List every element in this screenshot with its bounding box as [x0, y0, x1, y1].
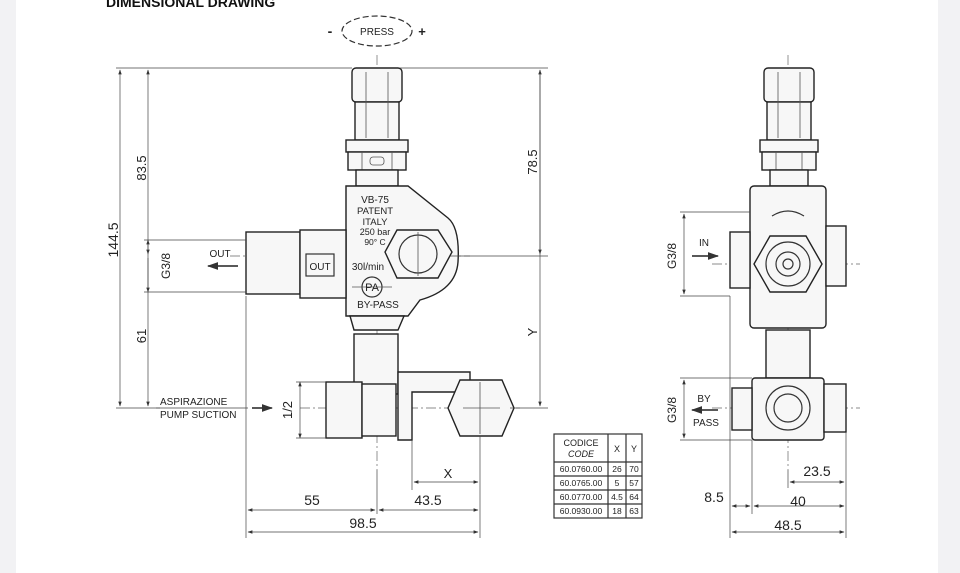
table-cell-code: 60.0760.00 [560, 464, 603, 474]
table-row: 60.0770.00 4.5 64 [560, 492, 639, 502]
table-row: 60.0765.00 5 57 [560, 478, 639, 488]
dim-half-inch: 1/2 [280, 401, 295, 419]
marking-line: 250 bar [360, 227, 391, 237]
dim-y: Y [525, 327, 540, 336]
table-head-code: CODE [568, 449, 595, 459]
table-head-x: X [614, 444, 620, 454]
dim-40: 40 [790, 493, 806, 509]
table-cell-y: 63 [629, 506, 639, 516]
front-dimensions: 144.5 83.5 G3/8 61 78.5 Y 1/2 X 55 [105, 67, 548, 538]
dim-78-5: 78.5 [525, 149, 540, 174]
valve-marking: VB-75 PATENT ITALY 250 bar 90° C 30l/min… [352, 195, 399, 311]
drawing-title: DIMENSIONAL DRAWING [106, 0, 276, 10]
dim-48-5: 48.5 [774, 517, 801, 533]
press-plus: + [418, 24, 426, 39]
table-head-codice: CODICE [563, 438, 598, 448]
by-label: BY [697, 394, 711, 405]
dim-144-5: 144.5 [105, 222, 121, 257]
table-cell-code: 60.0765.00 [560, 478, 603, 488]
table-cell-code: 60.0930.00 [560, 506, 603, 516]
out-label: OUT [209, 249, 230, 260]
table-cell-x: 4.5 [611, 492, 623, 502]
press-label: PRESS [360, 27, 394, 38]
table-cell-x: 26 [612, 464, 622, 474]
table-row: 60.0930.00 18 63 [560, 506, 639, 516]
dim-8-5: 8.5 [704, 489, 724, 505]
dim-g38-inlet: G3/8 [665, 243, 679, 269]
table-cell-code: 60.0770.00 [560, 492, 603, 502]
dim-43-5: 43.5 [414, 492, 441, 508]
side-dimensions: G3/8 G3/8 23.5 8.5 40 48.5 [665, 211, 847, 538]
bypass-label: BY-PASS [357, 300, 399, 311]
dim-55: 55 [304, 492, 320, 508]
suction-label-it: ASPIRAZIONE [160, 397, 228, 408]
logo-pa: PA [365, 282, 380, 294]
table-cell-y: 70 [629, 464, 639, 474]
marking-line: ITALY [363, 217, 389, 228]
side-view: IN BY PASS [690, 55, 860, 470]
table-cell-y: 57 [629, 478, 639, 488]
pass-label: PASS [693, 418, 719, 429]
marking-line: PATENT [357, 206, 393, 217]
dim-98-5: 98.5 [349, 515, 376, 531]
dim-61: 61 [134, 329, 149, 343]
marking-line: 90° C [364, 237, 385, 247]
code-table: CODICE CODE X Y 60.0760.00 26 70 60.0765… [553, 433, 643, 519]
table-cell-x: 18 [612, 506, 622, 516]
table-head-y: Y [631, 444, 637, 454]
table-cell-y: 64 [629, 492, 639, 502]
out-box-label: OUT [309, 262, 330, 273]
marking-line: VB-75 [361, 195, 389, 206]
dim-23-5: 23.5 [803, 463, 830, 479]
dim-g38-outlet: G3/8 [159, 253, 173, 279]
flow-label: 30l/min [352, 262, 384, 273]
press-minus: - [328, 23, 333, 39]
dim-83-5: 83.5 [134, 155, 149, 180]
press-indicator: PRESS - + [328, 15, 426, 47]
table-row: 60.0760.00 26 70 [560, 464, 639, 474]
dim-g38-bypass: G3/8 [665, 397, 679, 423]
dim-x: X [444, 466, 453, 481]
in-label: IN [699, 238, 709, 249]
table-cell-x: 5 [615, 478, 620, 488]
suction-label-en: PUMP SUCTION [160, 410, 237, 421]
front-view: OUT VB-75 PATENT ITALY 250 bar 90° C 30l… [156, 55, 520, 470]
